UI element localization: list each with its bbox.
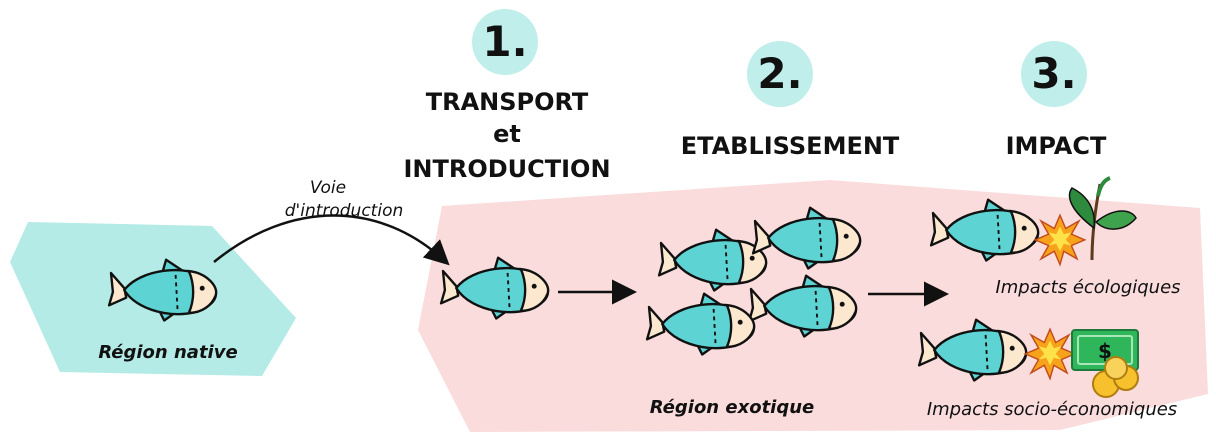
- step-1-number: 1.: [482, 17, 527, 66]
- step-1-badge: [472, 9, 538, 75]
- step-1-title-line-1: TRANSPORT: [426, 88, 589, 116]
- step-2-badge: [747, 41, 813, 107]
- pathway-label-line-1: Voie: [310, 178, 346, 198]
- coins-icon: [1092, 356, 1139, 398]
- step-3-badge: [1021, 41, 1087, 107]
- step-2-number: 2.: [757, 49, 802, 98]
- ecological-impacts-label: Impacts écologiques: [995, 277, 1180, 298]
- step-3-number: 3.: [1031, 49, 1076, 98]
- socioeconomic-impacts-label: Impacts socio-économiques: [927, 399, 1177, 420]
- step-1-title-line-3: INTRODUCTION: [403, 155, 610, 183]
- step-2-title: ETABLISSEMENT: [681, 132, 900, 160]
- step-1-title-line-2: et: [493, 120, 521, 148]
- svg-text:$: $: [1098, 339, 1112, 363]
- pathway-label-line-2: d'introduction: [285, 201, 404, 221]
- native-region-label: Région native: [98, 342, 237, 363]
- plant-icon: [1068, 176, 1137, 261]
- introduction-pathway-arrow: [213, 214, 450, 266]
- exotic-region-label: Région exotique: [650, 397, 815, 418]
- step-3-title: IMPACT: [1006, 132, 1107, 160]
